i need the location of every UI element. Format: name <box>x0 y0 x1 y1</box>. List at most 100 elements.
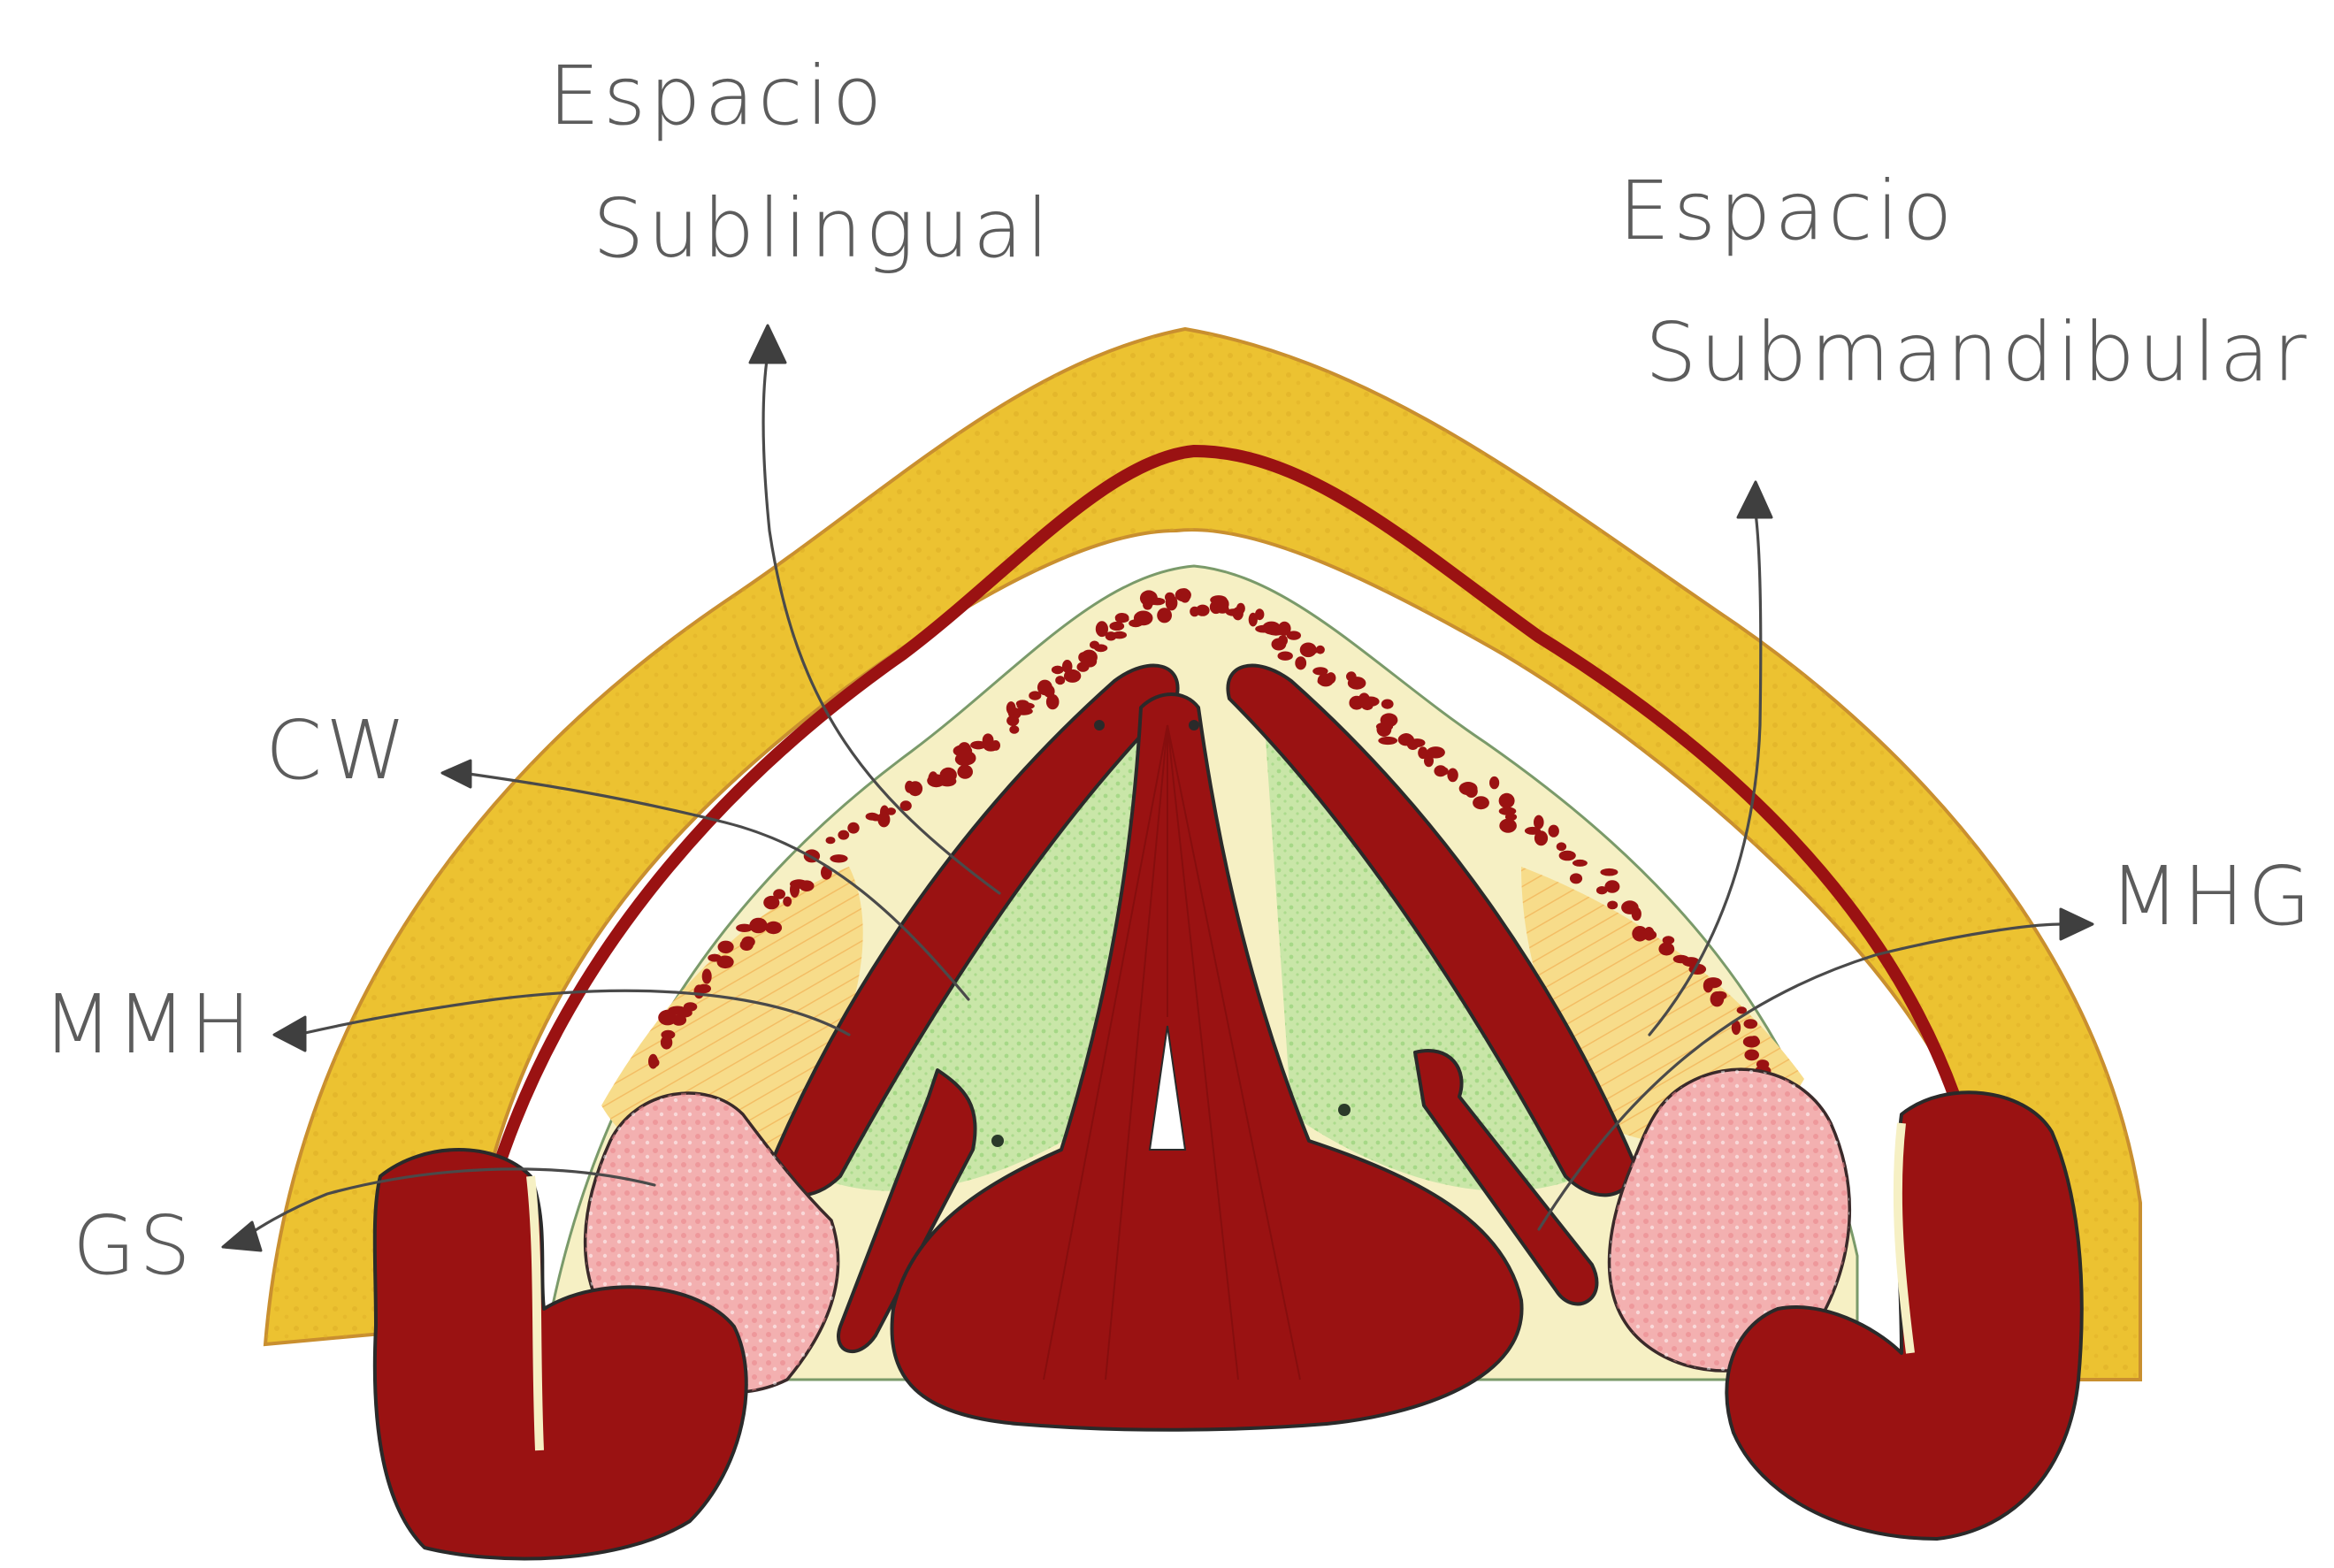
muscle-fiber-blob <box>1287 631 1301 639</box>
muscle-fiber-blob <box>1499 819 1517 833</box>
muscle-fiber-blob <box>1134 611 1153 626</box>
muscle-fiber-blob <box>1381 700 1394 709</box>
muscle-fiber-blob <box>1062 660 1073 673</box>
muscle-fiber-blob <box>1557 842 1566 851</box>
muscle-fiber-blob <box>661 1030 675 1039</box>
muscle-fiber-blob <box>1113 631 1127 639</box>
muscle-fiber-blob <box>1295 656 1306 669</box>
muscle-fiber-blob <box>1009 725 1019 734</box>
muscle-fiber-blob <box>940 768 957 783</box>
muscle-fiber-blob <box>1300 643 1317 658</box>
muscle-fiber-blob <box>1037 680 1052 696</box>
muscle-fiber-blob <box>1756 1059 1769 1069</box>
muscle-fiber-blob <box>1006 701 1016 715</box>
mhg-arrowhead <box>2061 909 2093 939</box>
muscle-fiber-blob <box>1534 830 1548 845</box>
muscle-fiber-blob <box>1262 622 1281 635</box>
muscle-fiber-blob <box>1607 901 1618 910</box>
muscle-fiber-blob <box>908 781 922 796</box>
muscle-fiber-blob <box>718 941 734 953</box>
muscle-fiber-blob <box>1081 650 1098 665</box>
muscle-fiber-blob <box>790 879 808 889</box>
muscle-fiber-blob <box>826 837 836 844</box>
muscle-fiber-blob <box>1641 930 1657 940</box>
muscle-fiber-blob <box>1710 991 1725 1006</box>
muscle-fiber-blob <box>697 984 711 993</box>
muscle-fiber-blob <box>1115 616 1129 623</box>
label-sublingual-line1: Espacio <box>548 49 885 143</box>
label-gs: GS <box>73 1198 195 1293</box>
muscle-fiber-blob <box>1150 598 1165 606</box>
muscle-fiber-blob <box>648 1054 658 1069</box>
muscle-fiber-blob <box>1534 815 1544 830</box>
muscle-fiber-blob <box>983 741 999 752</box>
mmh-arrowhead <box>274 1017 305 1051</box>
muscle-fiber-blob <box>1489 776 1499 789</box>
label-cw: CW <box>265 703 409 798</box>
muscle-fiber-blob <box>1743 1036 1760 1048</box>
muscle-fiber-blob <box>957 765 973 779</box>
muscle-fiber-blob <box>1278 652 1293 661</box>
muscle-fiber-blob <box>866 813 879 821</box>
muscle-fiber-blob <box>972 742 984 749</box>
muscle-fiber-blob <box>1549 825 1559 838</box>
muscle-fiber-blob <box>1744 1019 1758 1029</box>
muscle-fiber-blob <box>1447 769 1458 783</box>
muscle-fiber-blob <box>1094 644 1107 652</box>
muscle-fiber-blob <box>1658 943 1674 956</box>
muscle-fiber-blob <box>1358 692 1371 708</box>
label-sublingual-line2: Sublingual <box>593 181 1052 276</box>
muscle-fiber-blob <box>847 822 859 834</box>
muscle-fiber-blob <box>1055 676 1065 685</box>
gs-arrowhead <box>223 1222 261 1251</box>
muscle-fiber-blob <box>702 968 712 983</box>
muscle-fiber-blob <box>1409 738 1425 747</box>
muscle-fiber-blob <box>1600 868 1618 876</box>
muscle-fiber-blob <box>1473 796 1489 809</box>
muscle-fiber-blob <box>1109 622 1124 631</box>
muscle-fiber-blob <box>1096 621 1108 637</box>
muscle-fiber-blob <box>1378 737 1397 745</box>
muscle-fiber-blob <box>1052 666 1064 675</box>
muscle-fiber-blob <box>1632 907 1641 921</box>
muscle-fiber-blob <box>1196 605 1210 616</box>
muscle-fiber-blob <box>958 742 972 758</box>
submandibular-arrowhead <box>1738 482 1772 517</box>
muscle-fiber-blob <box>1459 782 1478 795</box>
muscle-fiber-blob <box>1165 593 1175 602</box>
muscle-fiber-blob <box>1318 673 1334 686</box>
muscle-fiber-blob <box>1381 713 1398 727</box>
muscle-fiber-blob <box>749 918 767 934</box>
muscle-fiber-blob <box>1346 671 1357 681</box>
label-mhg: MHG <box>2109 849 2315 944</box>
muscle-fiber-blob <box>1180 592 1190 602</box>
muscle-fiber-blob <box>1744 1050 1759 1061</box>
muscle-fiber-blob <box>1604 880 1619 892</box>
muscle-fiber-blob <box>783 897 792 907</box>
muscle-fiber-blob <box>830 854 847 862</box>
muscle-fiber-blob <box>765 922 782 934</box>
label-submandibular-line2: Submandibular <box>1645 305 2310 400</box>
muscle-fiber-blob <box>1278 635 1288 646</box>
label-mmh: MMH <box>42 977 255 1072</box>
muscle-fiber-blob <box>1046 694 1060 709</box>
muscle-fiber-blob <box>1570 873 1582 883</box>
muscle-fiber-blob <box>1439 767 1449 775</box>
muscle-fiber-blob <box>886 807 896 815</box>
muscle-fiber-blob <box>1499 807 1517 815</box>
muscle-fiber-blob <box>1704 977 1722 988</box>
cw-arrowhead <box>442 761 471 787</box>
muscle-fiber-blob <box>1559 851 1576 861</box>
muscle-fiber-blob <box>763 896 779 909</box>
sublingual-arrowhead <box>750 325 785 363</box>
muscle-fiber-blob <box>1427 746 1445 758</box>
muscle-fiber-blob <box>741 937 754 947</box>
muscle-fiber-blob <box>708 954 721 962</box>
muscle-fiber-blob <box>684 1002 697 1011</box>
muscle-fiber-blob <box>1499 793 1515 808</box>
muscle-fiber-blob <box>838 830 849 840</box>
muscle-fiber-blob <box>1017 702 1035 709</box>
label-submandibular-line1: Espacio <box>1618 164 1955 258</box>
